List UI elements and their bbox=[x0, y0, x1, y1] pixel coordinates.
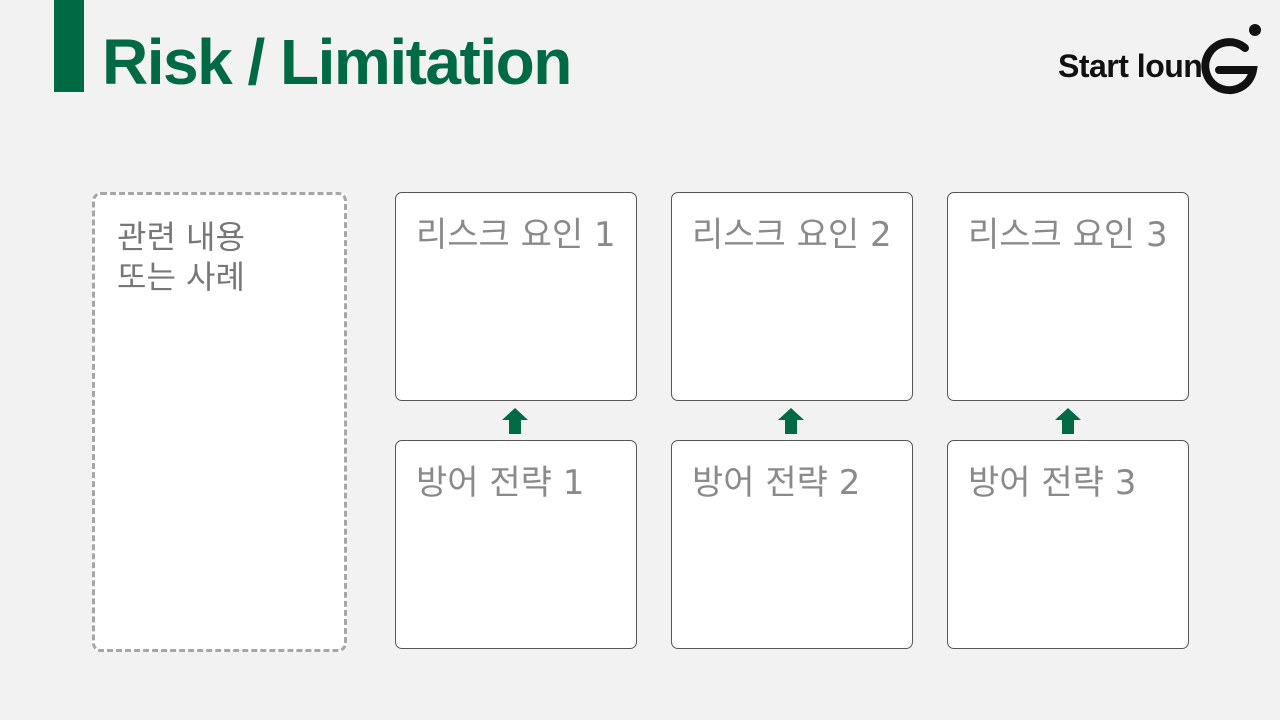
defense-card-3: 방어 전략 3 bbox=[947, 440, 1189, 649]
logo-text: Start loun bbox=[1058, 48, 1203, 84]
risk-card-3: 리스크 요인 3 bbox=[947, 192, 1189, 401]
defense-label-1: 방어 전략 1 bbox=[416, 463, 585, 503]
page-title: Risk / Limitation bbox=[102, 26, 572, 98]
risk-card-2: 리스크 요인 2 bbox=[671, 192, 913, 401]
risk-label-1: 리스크 요인 1 bbox=[416, 215, 616, 255]
up-arrow-icon bbox=[778, 408, 804, 434]
brand-logo: Start loun bbox=[1056, 22, 1262, 102]
defense-label-2: 방어 전략 2 bbox=[692, 463, 861, 503]
defense-card-1: 방어 전략 1 bbox=[395, 440, 637, 649]
related-case-panel: 관련 내용 또는 사례 bbox=[92, 192, 347, 652]
up-arrow-icon bbox=[1055, 408, 1081, 434]
risk-card-1: 리스크 요인 1 bbox=[395, 192, 637, 401]
case-line-1: 관련 내용 bbox=[117, 218, 245, 256]
logo-g-icon bbox=[1201, 24, 1261, 95]
defense-label-3: 방어 전략 3 bbox=[968, 463, 1137, 503]
case-panel-text: 관련 내용 또는 사례 bbox=[117, 217, 245, 297]
risk-label-3: 리스크 요인 3 bbox=[968, 215, 1168, 255]
defense-card-2: 방어 전략 2 bbox=[671, 440, 913, 649]
risk-label-2: 리스크 요인 2 bbox=[692, 215, 892, 255]
case-line-2: 또는 사례 bbox=[117, 258, 245, 296]
up-arrow-icon bbox=[502, 408, 528, 434]
title-accent-bar bbox=[54, 0, 84, 92]
